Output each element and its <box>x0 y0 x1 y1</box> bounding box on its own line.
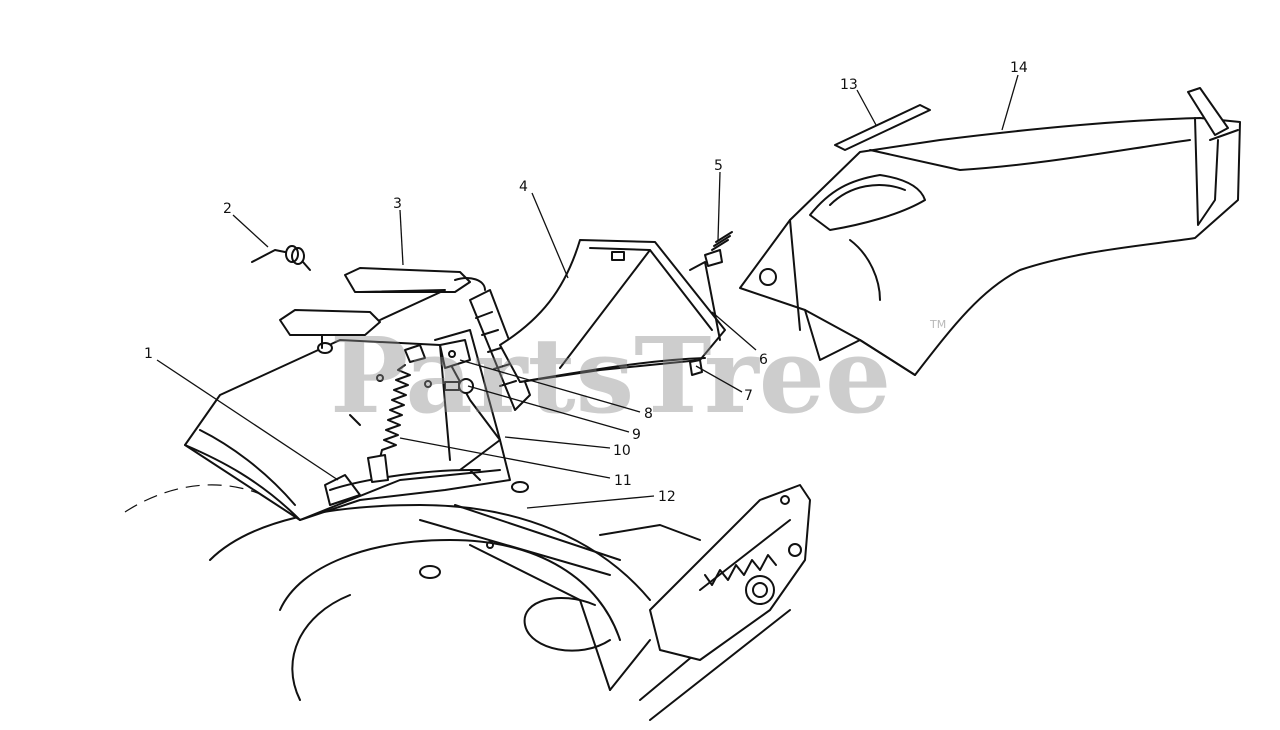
chute-door <box>279 267 486 354</box>
watermark-trademark: TM <box>929 318 946 331</box>
mower-deck <box>124 484 791 721</box>
callout-2: 2 <box>223 201 232 217</box>
leader-lines <box>156 74 1019 509</box>
deflector-shield <box>499 239 726 383</box>
torsion-spring <box>251 245 311 271</box>
callout-7: 7 <box>744 388 753 404</box>
discharge-chute-body <box>184 339 529 521</box>
callouts: 1 2 3 4 5 6 7 8 9 10 11 12 13 14 <box>144 60 1028 505</box>
spring <box>367 344 426 483</box>
callout-5: 5 <box>714 158 723 174</box>
callout-6: 6 <box>759 352 768 368</box>
callout-9: 9 <box>632 427 641 443</box>
callout-11: 11 <box>614 473 632 489</box>
callout-12: 12 <box>658 489 676 505</box>
side-discharge-chute <box>739 87 1241 376</box>
callout-8: 8 <box>644 406 653 422</box>
callout-4: 4 <box>519 179 528 195</box>
screw <box>689 359 703 376</box>
spring-clip <box>704 231 733 267</box>
callout-10: 10 <box>613 443 631 459</box>
callout-1: 1 <box>144 346 153 362</box>
callout-3: 3 <box>393 196 402 212</box>
decal <box>834 104 931 151</box>
callout-13: 13 <box>840 77 858 93</box>
bolt <box>444 378 474 394</box>
hinge-bracket <box>434 289 531 441</box>
callout-14: 14 <box>1010 60 1028 76</box>
height-adjuster-bracket <box>609 484 811 691</box>
watermark-text: PartsTree <box>330 314 891 437</box>
